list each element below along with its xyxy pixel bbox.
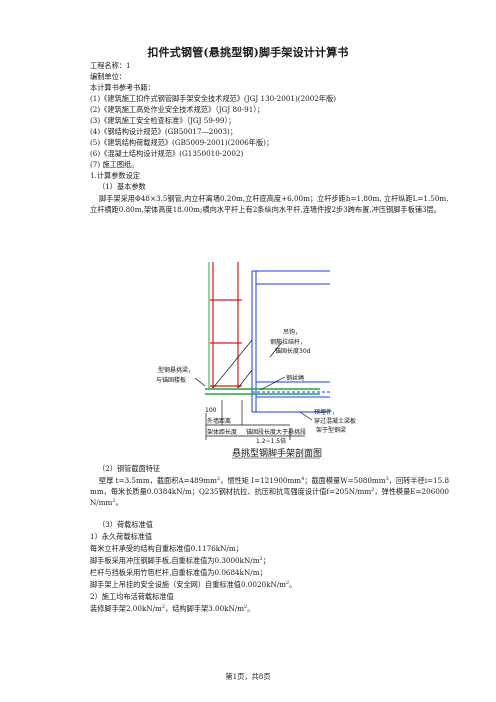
tie-rods <box>194 339 313 440</box>
label-steel1: 型钢悬挑梁， <box>158 366 194 374</box>
scaffold-pipes <box>210 262 242 388</box>
ref-item: (7) 施工图纸。 <box>90 160 139 169</box>
dim-range: 1.2~1.5倍 <box>256 437 286 445</box>
ref-item: (2)《建筑施工高处作业安全技术规范》（JGJ 80-91）； <box>90 105 265 114</box>
compile-unit: 编制单位： <box>90 72 126 81</box>
ref-item: (1)《建筑施工扣件式钢管脚手架安全技术规范》(JGJ 130-2001)(20… <box>90 94 337 103</box>
load-line: 脚手架上吊挂的安全设施（安全网）自重标准值0.0020kN/m2。 <box>90 580 297 589</box>
label-hook2: 钢筋拉结杆， <box>270 338 306 346</box>
load-line: 每米立杆承受的结构自重标准值0.1176kN/m； <box>90 544 243 553</box>
subsection-heading: （3）荷载标准值 <box>98 520 153 529</box>
section-heading: 1.计算参数设定 <box>90 171 140 180</box>
project-name: 工程名称：1 <box>90 61 131 70</box>
page-footer: 第1页，共8页 <box>225 672 271 681</box>
dim-wall: 外墙距离 <box>207 417 231 425</box>
ref-item: (3)《建筑施工安全检查标准》（JGJ 59-99）； <box>90 116 236 125</box>
label-steel2: 与锚固楼板 <box>156 376 186 384</box>
subsection-heading: （1）基本参数 <box>98 182 146 191</box>
cantilever-beam <box>205 388 320 395</box>
ref-item: (5)《建筑结构荷载规范》(GB5009-2001)(2006年版)； <box>90 138 274 147</box>
diagram-labels: 吊钩， 钢筋拉结杆， 锚固长度30d 钢丝绳 型钢悬挑梁， 与锚固楼板 预埋件，… <box>156 328 356 445</box>
label-hook: 吊钩， <box>283 328 301 336</box>
ref-item: (4)《钢结构设计规范》(GB50017—2003)； <box>90 127 238 136</box>
load-line: 脚手板采用冲压钢脚手板,自重标准值为0.3000kN/m2； <box>90 556 270 565</box>
label-pre3: 架于型钢梁 <box>316 426 346 434</box>
sub-heading: 1）永久荷载标准值 <box>90 532 153 541</box>
sub-heading: 2）施工均布活荷载标准值 <box>90 592 174 601</box>
ref-heading: 本计算书参考书籍： <box>90 83 155 92</box>
diagram-caption: 悬挑型钢脚手架剖面图 <box>232 447 322 459</box>
label-pre2: 穿过混凝土梁板 <box>314 417 356 425</box>
subsection-heading: （2）钢管截面特征 <box>98 464 161 473</box>
dim-width: 架体距长度 <box>207 428 237 436</box>
label-pre1: 预埋件， <box>314 408 338 416</box>
load-line: 装修脚手架2.00kN/m2，结构脚手架3.00kN/m2。 <box>90 604 255 613</box>
dim-anchor: 锚固段长度大于悬挑段 <box>246 428 306 436</box>
doc-title: 扣件式钢管(悬挑型钢)脚手架设计计算书 <box>147 46 349 59</box>
label-hook3: 锚固长度30d <box>275 347 311 355</box>
load-line: 栏杆与挡板采用竹笆栏杆,自重标准值为0.0684kN/m； <box>90 568 267 577</box>
basic-params-paragraph: 脚手架采用Φ48×3.5钢管,内立杆离墙0.20m,立杆底高度+6.00m；立杆… <box>90 194 449 214</box>
label-tie: 钢丝绳 <box>286 374 304 382</box>
pipe-section-paragraph: 壁厚 t=3.5mm，截面积A=489mm2，惯性矩 I=121900mm4；截… <box>90 476 450 507</box>
building-structure <box>251 270 330 413</box>
ref-item: (6)《混凝土结构设计规范》(G1350010-2002) <box>90 149 244 158</box>
dim-100: 100 <box>205 407 217 414</box>
